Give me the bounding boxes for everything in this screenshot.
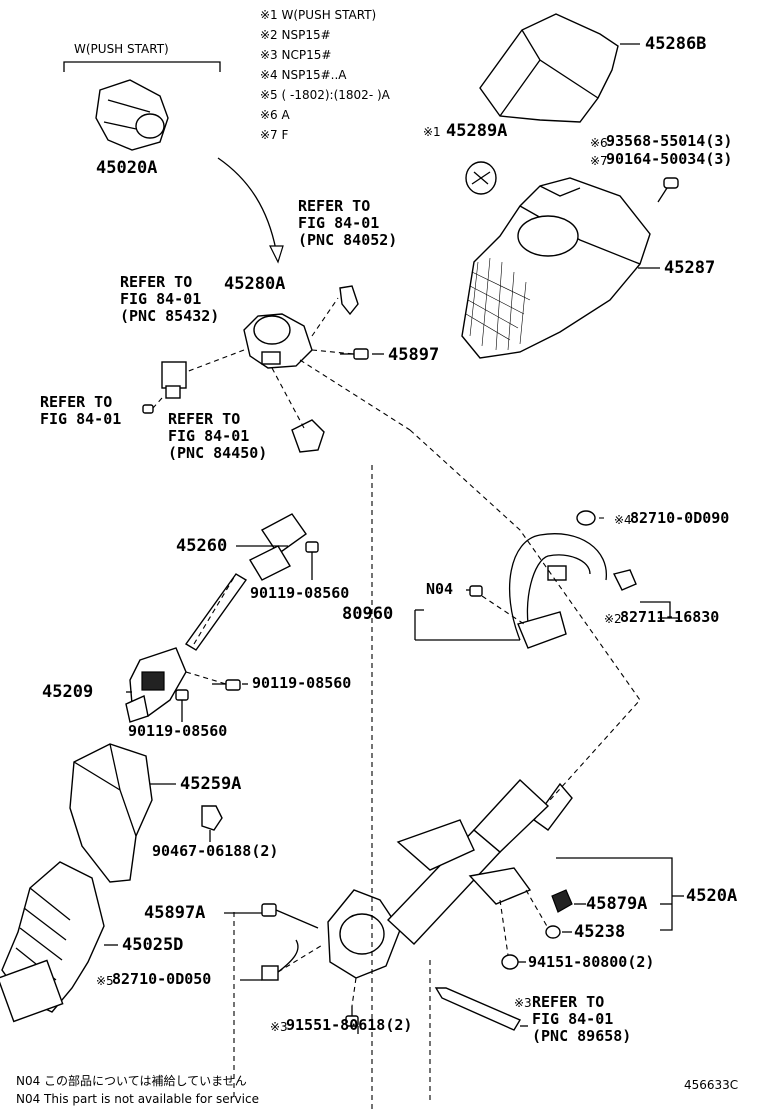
pad-45879A [551, 889, 573, 913]
reference-pnc-89658[interactable]: REFER TO FIG 84-01 (PNC 89658) [532, 993, 632, 1045]
intermediate-shaft-45260 [184, 513, 307, 651]
part-label-91551[interactable]: 91551-80618(2) [286, 1016, 413, 1034]
part-label-90164[interactable]: 90164-50034(3) [606, 150, 733, 168]
mark-82710-0D050: ※5 [96, 974, 114, 988]
bolt-45897A [261, 903, 319, 929]
note-1: ※1 W(PUSH START) [260, 8, 377, 22]
part-label-45209[interactable]: 45209 [42, 682, 94, 702]
part-label-45897[interactable]: 45897 [388, 345, 440, 365]
part-label-45286B[interactable]: 45286B [645, 34, 707, 54]
group-label: W(PUSH START) [74, 42, 169, 56]
group-bracket [63, 61, 221, 72]
clip-84052 [339, 285, 359, 316]
steering-column-4520A [327, 779, 573, 979]
nut-94151 [501, 954, 519, 970]
reference-pnc-85432[interactable]: REFER TO FIG 84-01 (PNC 85432) [120, 273, 220, 325]
bolt-n04 [469, 585, 483, 597]
bracket-89658 [434, 987, 522, 1031]
upper-cover-45286B [479, 13, 619, 123]
part-label-90119-b[interactable]: 90119-08560 [252, 674, 352, 692]
part-label-94151[interactable]: 94151-80800(2) [528, 953, 655, 971]
part-label-45897A[interactable]: 45897A [144, 903, 206, 923]
reference-fig-84-01[interactable]: REFER TO FIG 84-01 [40, 393, 122, 428]
mark-93568: ※6 [590, 136, 608, 150]
reference-pnc-84450[interactable]: REFER TO FIG 84-01 (PNC 84450) [168, 410, 268, 462]
part-label-90119-c[interactable]: 90119-08560 [128, 722, 228, 740]
part-label-45025D[interactable]: 45025D [122, 935, 184, 955]
bolt-fig-84-01 [142, 404, 154, 414]
grommet-82710-0D090 [576, 510, 596, 526]
dashed-alignment-lines [152, 297, 641, 1112]
part-label-82710-0D090[interactable]: 82710-0D090 [630, 509, 730, 527]
part-label-90119-a[interactable]: 90119-08560 [250, 584, 350, 602]
note-6: ※6 A [260, 108, 290, 122]
mark-91551: ※3 [270, 1020, 288, 1034]
mark-45289A: ※1 [423, 125, 441, 139]
switch-housing-45020A [95, 79, 169, 151]
part-label-n04[interactable]: N04 [426, 580, 454, 598]
bolt-45897 [340, 348, 369, 360]
mark-82711: ※2 [604, 612, 622, 626]
part-label-45260[interactable]: 45260 [176, 536, 228, 556]
cover-45259A [69, 743, 153, 883]
nut-45238 [545, 925, 561, 939]
note-3: ※3 NCP15# [260, 48, 332, 62]
wire-harness-80960 [508, 533, 607, 649]
reference-pnc-84052[interactable]: REFER TO FIG 84-01 (PNC 84052) [298, 197, 398, 249]
part-label-4520A[interactable]: 4520A [686, 886, 738, 906]
lower-cover-45287 [461, 177, 651, 359]
bolt-90119-b [212, 679, 241, 691]
mark-89658: ※3 [514, 996, 532, 1010]
part-label-82711[interactable]: 82711-16830 [620, 608, 720, 626]
part-label-93568[interactable]: 93568-55014(3) [606, 132, 733, 150]
part-label-45259A[interactable]: 45259A [180, 774, 242, 794]
connector-85432 [161, 361, 187, 389]
screw-93568 [657, 177, 679, 203]
footnote-english: N04 This part is not available for servi… [16, 1092, 259, 1106]
bolt-90119-c [175, 689, 189, 712]
note-2: ※2 NSP15# [260, 28, 331, 42]
part-label-45280A[interactable]: 45280A [224, 274, 286, 294]
part-label-45238[interactable]: 45238 [574, 922, 626, 942]
part-label-45289A[interactable]: 45289A [446, 121, 508, 141]
clip-82711 [612, 569, 637, 591]
sensor-84450 [291, 419, 325, 453]
cap-detail [471, 171, 491, 185]
steering-lock-45280A [243, 313, 313, 369]
flow-arrow [217, 157, 277, 251]
connector-82710-0D050 [261, 939, 299, 981]
note-5: ※5 ( -1802):(1802- )A [260, 88, 390, 102]
boot-45025D [0, 861, 105, 1023]
part-label-82710-0D050[interactable]: 82710-0D050 [112, 970, 212, 988]
mark-90164: ※7 [590, 154, 608, 168]
nut-90467 [201, 805, 223, 831]
part-label-90467[interactable]: 90467-06188(2) [152, 842, 279, 860]
note-4: ※4 NSP15#..A [260, 68, 347, 82]
bolt-90119-a [305, 541, 319, 562]
mark-82710-0D090: ※4 [614, 513, 632, 527]
universal-joint-45209 [125, 647, 187, 723]
diagram-code: 456633C [684, 1078, 739, 1092]
leader-lines [104, 43, 684, 1034]
part-label-80960[interactable]: 80960 [342, 604, 394, 624]
bolt-91551 [345, 1006, 359, 1027]
part-label-45020A[interactable]: 45020A [96, 158, 158, 178]
part-label-45879A[interactable]: 45879A [586, 894, 648, 914]
note-7: ※7 F [260, 128, 289, 142]
flow-arrowhead [269, 245, 284, 264]
part-label-45287[interactable]: 45287 [664, 258, 716, 278]
footnote-japanese: N04 この部品については補給していません [16, 1074, 247, 1088]
connector-plug [165, 385, 181, 399]
